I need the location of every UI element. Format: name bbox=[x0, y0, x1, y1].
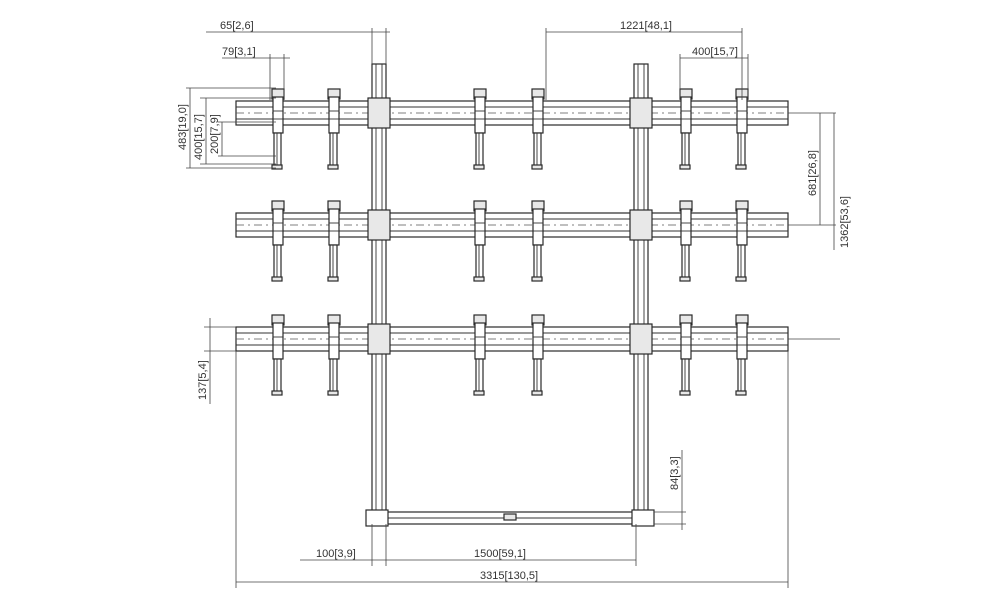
display-bracket bbox=[327, 314, 341, 396]
left-column bbox=[371, 63, 387, 519]
display-bracket bbox=[473, 88, 487, 170]
display-bracket bbox=[531, 88, 545, 170]
dim-100: 100[3,9] bbox=[316, 548, 356, 560]
dim-483: 483[19,0] bbox=[177, 104, 189, 150]
rail-row-2 bbox=[235, 212, 789, 238]
dim-400-side: 400[15,7] bbox=[193, 114, 205, 160]
display-bracket bbox=[735, 314, 749, 396]
rail-row-1 bbox=[235, 100, 789, 126]
display-brackets bbox=[271, 88, 749, 396]
dim-400-top: 400[15,7] bbox=[692, 46, 738, 58]
dim-681: 681[26,8] bbox=[807, 150, 819, 196]
dim-1221: 1221[48,1] bbox=[620, 20, 672, 32]
display-bracket bbox=[531, 200, 545, 282]
display-bracket bbox=[327, 88, 341, 170]
display-bracket bbox=[679, 314, 693, 396]
display-bracket bbox=[679, 88, 693, 170]
column-clamps bbox=[367, 97, 653, 355]
display-bracket bbox=[735, 88, 749, 170]
dimension-lines bbox=[186, 28, 840, 588]
display-bracket bbox=[271, 88, 285, 170]
display-bracket bbox=[679, 200, 693, 282]
display-bracket bbox=[271, 314, 285, 396]
dim-3315: 3315[130,5] bbox=[480, 570, 538, 582]
display-bracket bbox=[473, 200, 487, 282]
dim-1500: 1500[59,1] bbox=[474, 548, 526, 560]
dim-79: 79[3,1] bbox=[222, 46, 256, 58]
dim-65: 65[2,6] bbox=[220, 20, 254, 32]
dim-1362: 1362[53,6] bbox=[839, 196, 851, 248]
display-bracket bbox=[473, 314, 487, 396]
base-crossbar bbox=[365, 509, 655, 527]
dim-137: 137[5,4] bbox=[197, 360, 209, 400]
dim-84: 84[3,3] bbox=[669, 456, 681, 490]
display-bracket bbox=[271, 200, 285, 282]
dimension-labels: 65[2,6] 79[3,1] 1221[48,1] 400[15,7] 483… bbox=[177, 20, 851, 582]
display-bracket bbox=[735, 200, 749, 282]
right-column bbox=[633, 63, 649, 519]
dim-200: 200[7,9] bbox=[209, 114, 221, 154]
rail-row-3 bbox=[235, 326, 789, 352]
display-bracket bbox=[531, 314, 545, 396]
display-bracket bbox=[327, 200, 341, 282]
